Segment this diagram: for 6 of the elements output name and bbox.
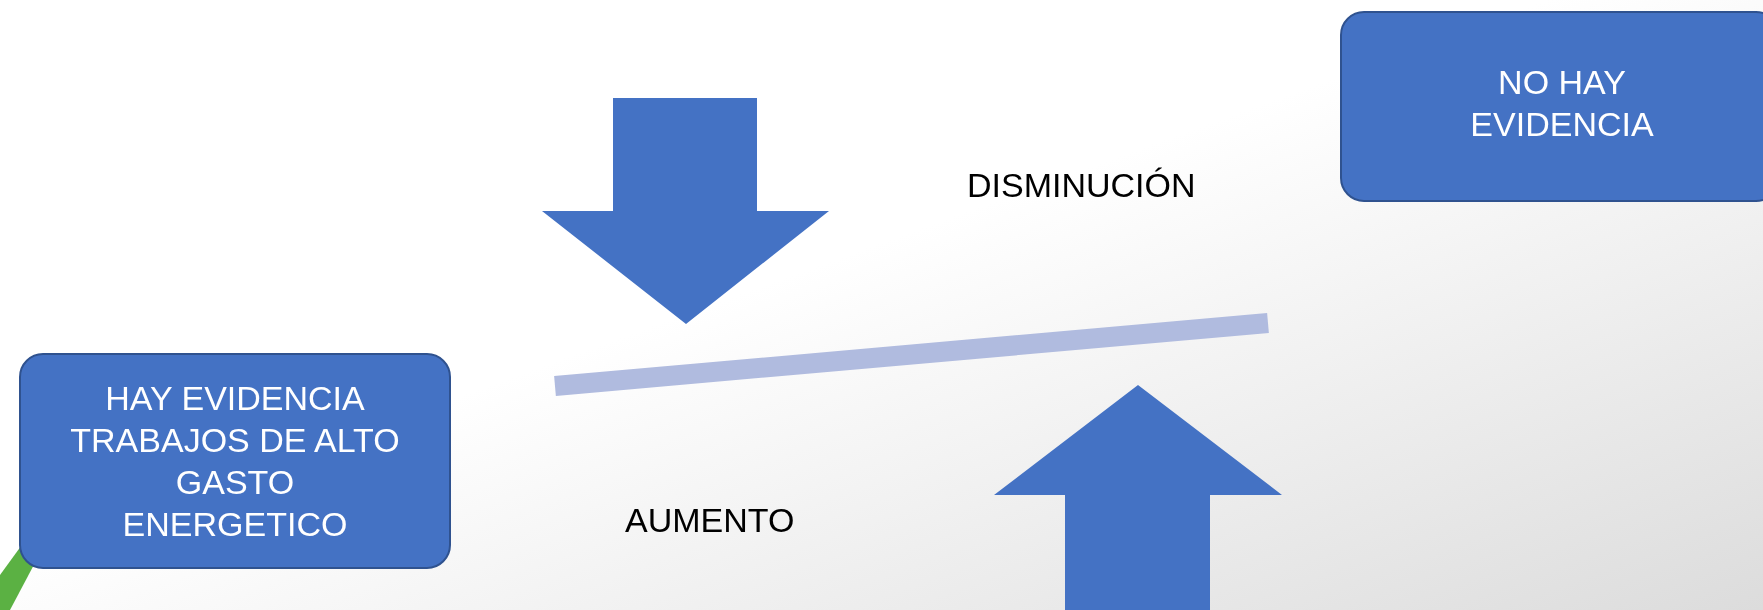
box-text: HAY EVIDENCIA TRABAJOS DE ALTO GASTO ENERGETICO bbox=[69, 378, 401, 545]
box-text: NO HAY EVIDENCIA bbox=[1469, 62, 1655, 145]
rounded-box bbox=[1340, 11, 1763, 202]
label-text: AUMENTO bbox=[625, 501, 795, 540]
label-text: DISMINUCIÓN bbox=[967, 166, 1196, 205]
rounded-box bbox=[19, 353, 451, 569]
